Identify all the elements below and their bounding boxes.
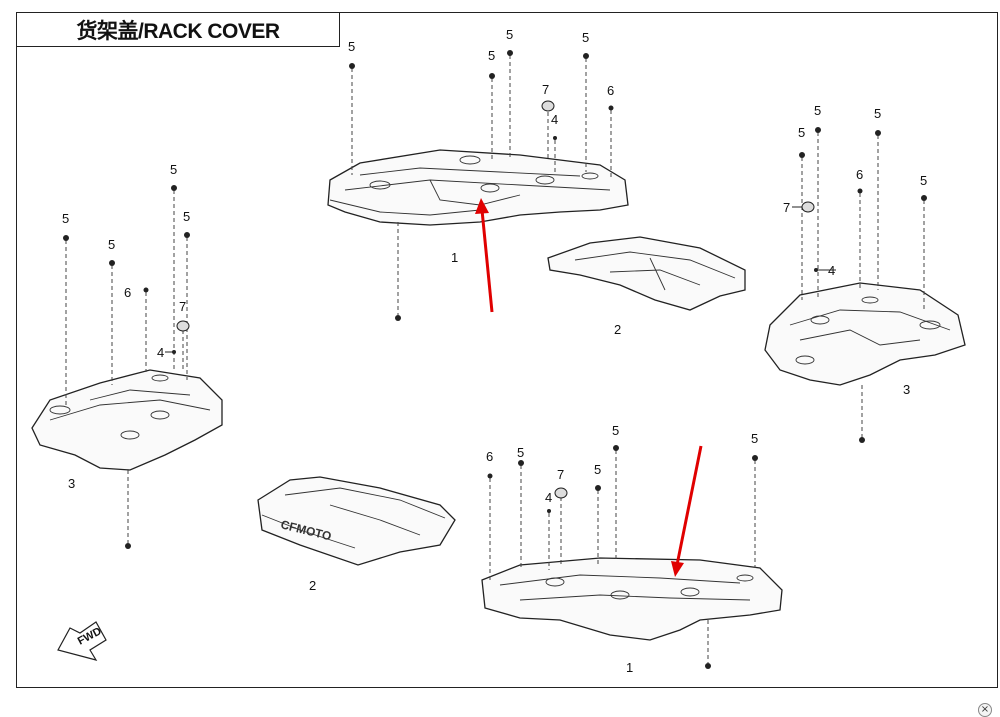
rack-part-1-top — [327, 149, 629, 226]
part-number-4: 4 — [157, 345, 164, 360]
part-number-1: 1 — [451, 250, 458, 265]
cover-part-2-bottom — [257, 476, 456, 566]
red-arrow-bottom — [671, 445, 703, 577]
fastener-leaders-right — [799, 127, 927, 443]
part-number-7: 7 — [783, 200, 790, 215]
rack-part-3-right — [764, 282, 966, 386]
part-number-5: 5 — [814, 103, 821, 118]
fastener-leaders-left — [63, 185, 190, 549]
part-number-5: 5 — [612, 423, 619, 438]
cover-part-2-top — [547, 236, 746, 311]
part-number-5: 5 — [62, 211, 69, 226]
part-number-7: 7 — [179, 299, 186, 314]
fastener-leaders-top — [349, 50, 614, 321]
part-number-3: 3 — [68, 476, 75, 491]
part-number-5: 5 — [751, 431, 758, 446]
part-number-5: 5 — [183, 209, 190, 224]
fastener-leaders-bottom — [487, 445, 758, 669]
part-number-4: 4 — [545, 490, 552, 505]
part-number-5: 5 — [874, 106, 881, 121]
part-number-3: 3 — [903, 382, 910, 397]
rack-part-3-left — [31, 369, 223, 471]
part-number-1: 1 — [626, 660, 633, 675]
part-number-6: 6 — [124, 285, 131, 300]
part-number-5: 5 — [594, 462, 601, 477]
part-number-6: 6 — [607, 83, 614, 98]
fwd-arrow-indicator: FWD — [57, 621, 107, 661]
part-number-5: 5 — [506, 27, 513, 42]
part-number-5: 5 — [920, 173, 927, 188]
part-number-6: 6 — [486, 449, 493, 464]
part-number-5: 5 — [108, 237, 115, 252]
part-number-4: 4 — [551, 112, 558, 127]
part-number-5: 5 — [517, 445, 524, 460]
part-number-7: 7 — [557, 467, 564, 482]
part-number-2: 2 — [614, 322, 621, 337]
diagram-frame — [16, 12, 998, 688]
part-leader-ticks — [165, 206, 836, 353]
diagram-title: 货架盖/RACK COVER — [76, 19, 280, 43]
part-number-7: 7 — [542, 82, 549, 97]
part-number-5: 5 — [348, 39, 355, 54]
title-box: 货架盖/RACK COVER — [16, 12, 340, 47]
part-number-5: 5 — [488, 48, 495, 63]
part-number-5: 5 — [582, 30, 589, 45]
rack-part-1-bottom — [481, 557, 783, 641]
part-number-5: 5 — [798, 125, 805, 140]
part-number-2: 2 — [309, 578, 316, 593]
part-number-6: 6 — [856, 167, 863, 182]
part-number-labels: 1 1 2 2 3 3 4 4 4 4 5 5 5 5 5 5 5 5 5 5 … — [62, 27, 927, 675]
part-number-5: 5 — [170, 162, 177, 177]
close-icon[interactable]: × — [978, 703, 992, 717]
red-arrow-top — [475, 198, 494, 313]
